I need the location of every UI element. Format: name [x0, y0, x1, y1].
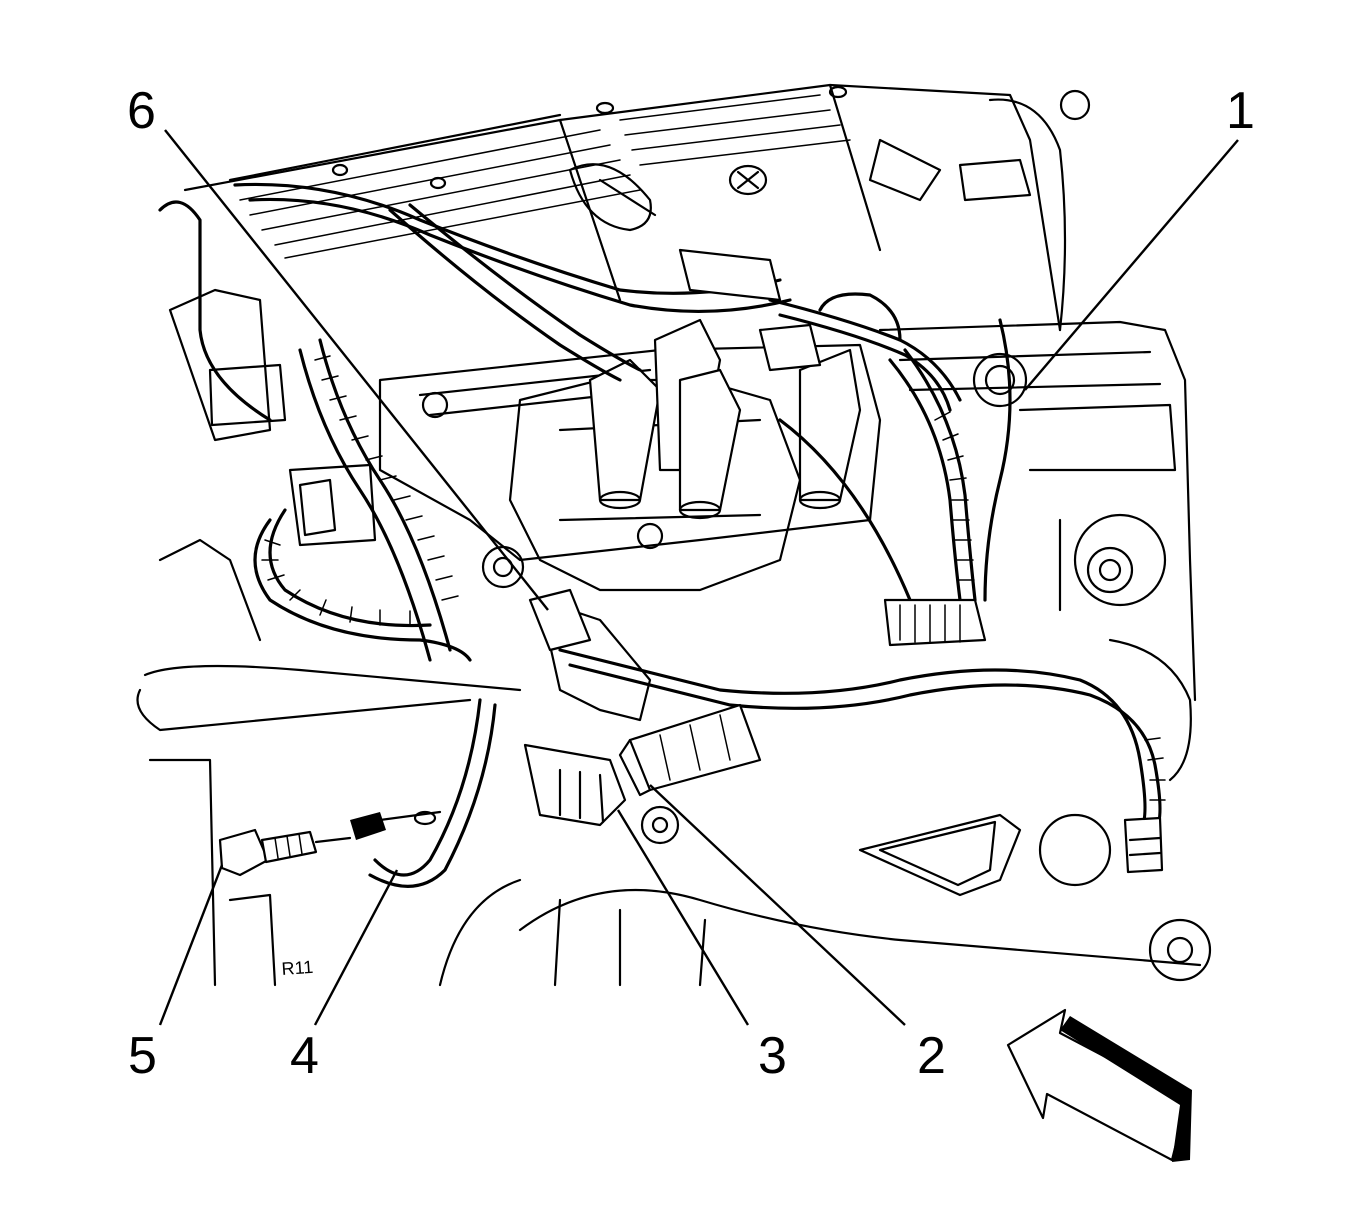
leader-line-4	[313, 869, 399, 1026]
leader-lines	[158, 129, 1239, 1026]
valve-cover-front	[878, 320, 1197, 702]
engine-line-art: R11	[136, 83, 1212, 987]
sensor-bracket	[523, 588, 762, 845]
callout-label-1: 1	[1226, 82, 1255, 140]
callout-label-3: 3	[758, 1027, 787, 1085]
casting-text: R11	[281, 957, 314, 979]
leader-line-6	[164, 129, 549, 611]
wiring-harness-right	[778, 318, 1012, 647]
harness-clip-and-bolt	[218, 698, 497, 888]
engine-block-lower	[136, 89, 1202, 987]
leader-line-2	[649, 784, 906, 1026]
leader-line-1	[1024, 139, 1239, 391]
leader-line-3	[616, 809, 750, 1026]
spark-plug-wires	[233, 182, 962, 412]
callout-label-6: 6	[127, 82, 156, 140]
view-direction-arrow	[1006, 1008, 1192, 1162]
callout-label-2: 2	[917, 1027, 946, 1085]
callout-label-5: 5	[128, 1027, 157, 1085]
ignition-coil-pack	[508, 318, 862, 592]
valve-cover-rear	[183, 83, 1062, 332]
leader-line-5	[158, 864, 224, 1026]
wiring-harness-front	[558, 638, 1212, 982]
callout-label-4: 4	[290, 1027, 319, 1085]
wiring-harness-left	[158, 200, 472, 662]
